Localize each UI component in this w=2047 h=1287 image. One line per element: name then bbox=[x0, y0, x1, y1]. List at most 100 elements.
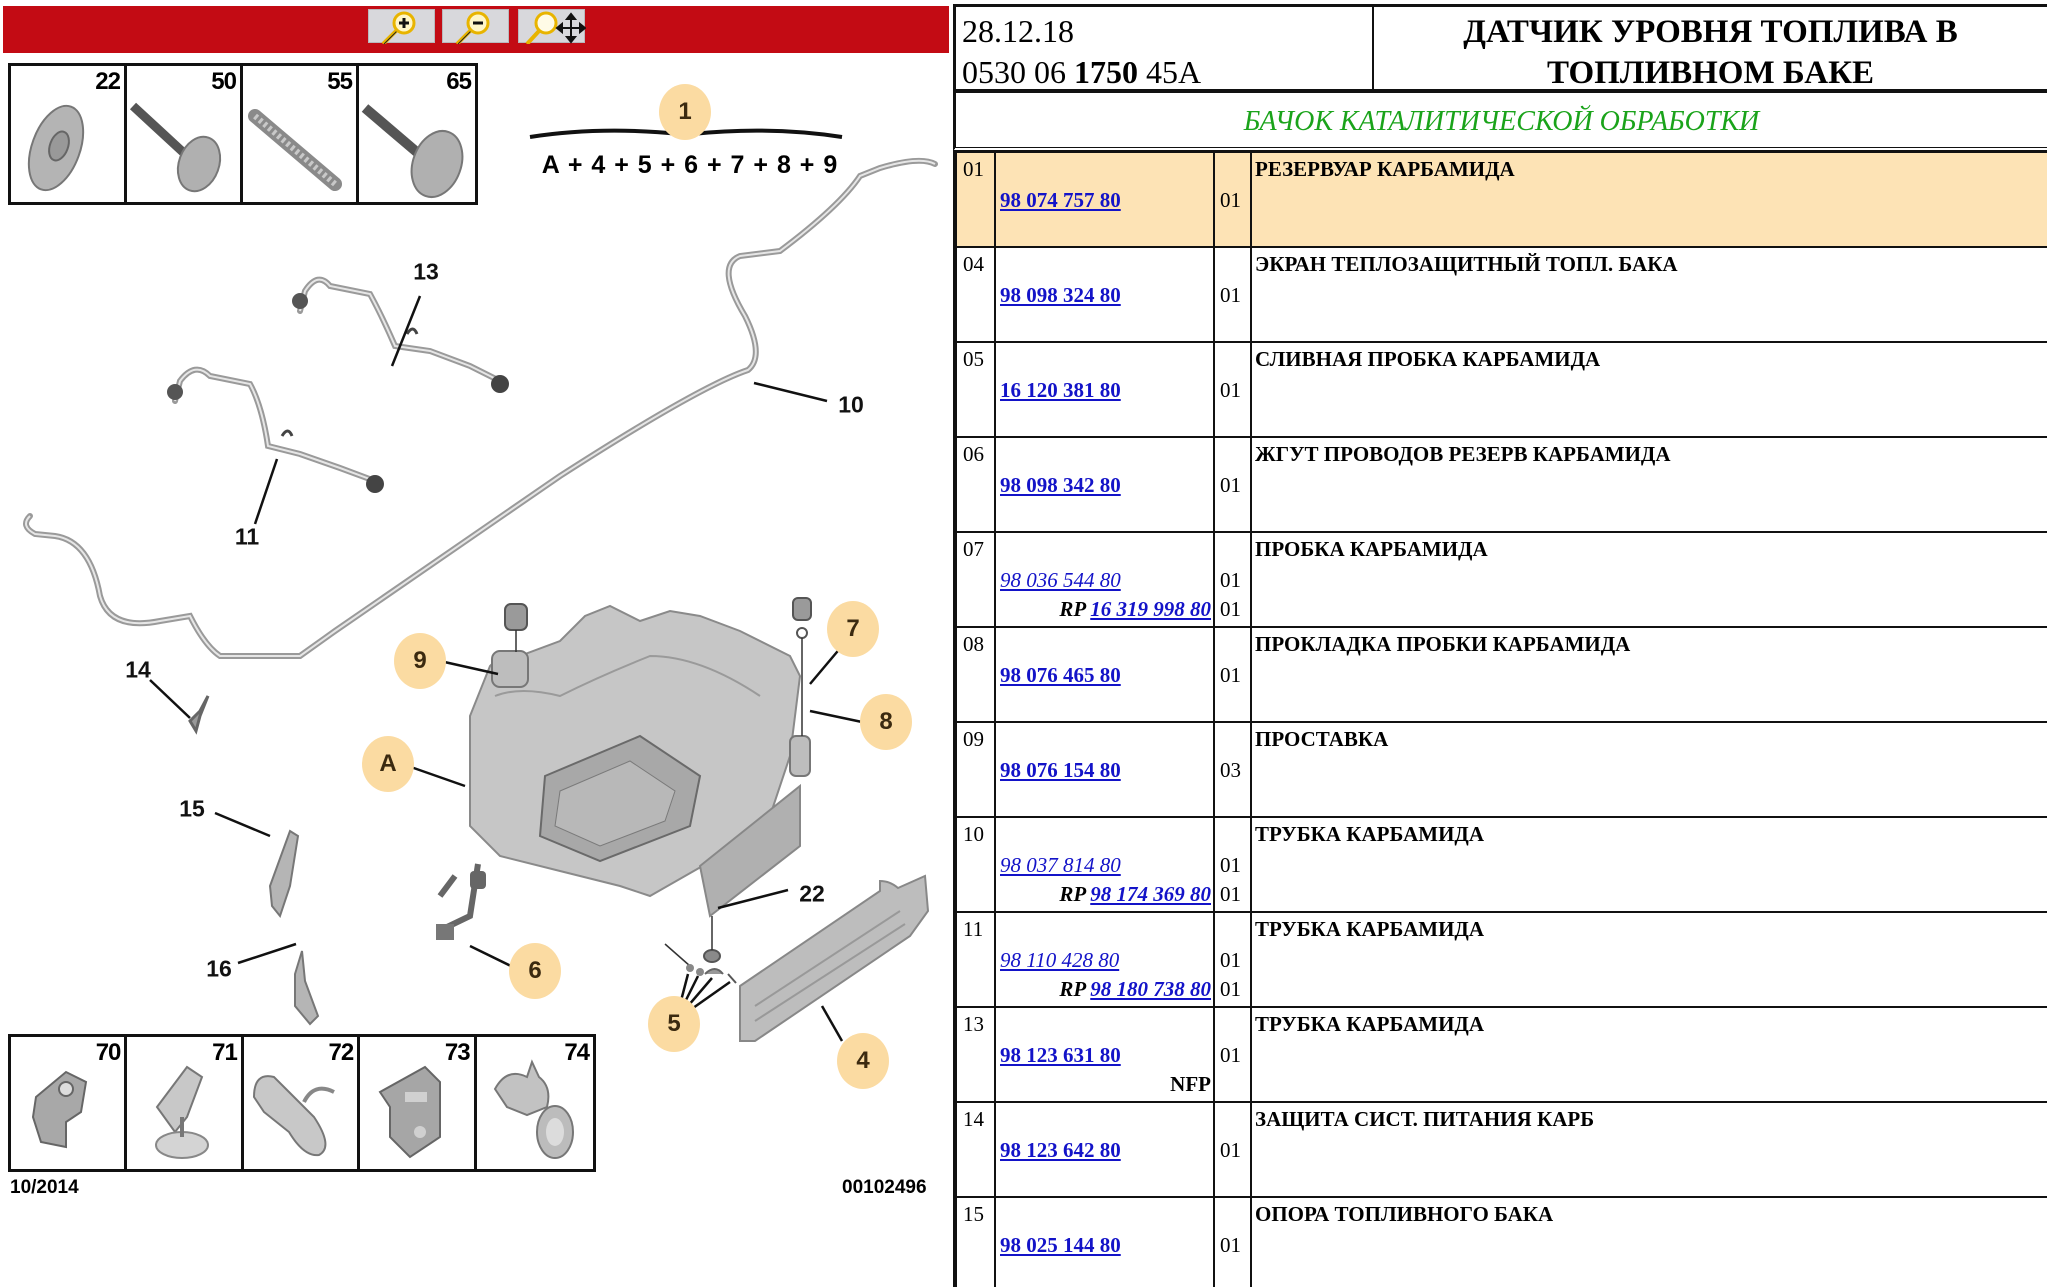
part-reference-cell: 98 098 342 80 bbox=[994, 436, 1215, 533]
part-number-link[interactable]: 16 120 381 80 bbox=[1000, 378, 1121, 402]
callout-14[interactable]: 14 bbox=[125, 656, 151, 683]
ref-line: 98 076 154 80 bbox=[1000, 756, 1211, 785]
part-number-link[interactable]: 98 123 631 80 bbox=[1000, 1043, 1121, 1067]
ref-line: 98 098 324 80 bbox=[1000, 281, 1211, 310]
part-index: 11 bbox=[953, 911, 996, 1008]
replacement-part-link[interactable]: 98 180 738 80 bbox=[1090, 977, 1211, 1001]
callout-16[interactable]: 16 bbox=[206, 955, 232, 982]
callout-15[interactable]: 15 bbox=[179, 795, 205, 822]
callout-6[interactable]: 6 bbox=[509, 943, 561, 999]
header-meta: 28.12.18 0530 06 1750 45A bbox=[956, 7, 1374, 90]
part-number-link[interactable]: 98 123 642 80 bbox=[1000, 1138, 1121, 1162]
part-quantity: 01 bbox=[1220, 1043, 1241, 1067]
part-quantity: 01 bbox=[1220, 378, 1241, 402]
bracket-14-drawing bbox=[188, 695, 210, 735]
callout-11[interactable]: 11 bbox=[234, 523, 260, 550]
zoom-out-button[interactable] bbox=[442, 9, 509, 44]
replacement-part-link[interactable]: 16 319 998 80 bbox=[1090, 597, 1211, 621]
replacement-label: RP bbox=[1059, 977, 1087, 1001]
inset-item-74[interactable]: 74 bbox=[477, 1037, 593, 1169]
top-hardware-insets: 22 50 55 65 bbox=[8, 63, 478, 205]
part-number-link[interactable]: 98 110 428 80 bbox=[1000, 948, 1120, 972]
part-quantity-cell: 01 bbox=[1213, 436, 1252, 533]
callout-a[interactable]: A bbox=[362, 736, 414, 792]
replacement-part-link[interactable]: 98 174 369 80 bbox=[1090, 882, 1211, 906]
ref-line: 98 123 631 80 bbox=[1000, 1041, 1211, 1070]
callout-13[interactable]: 13 bbox=[413, 258, 439, 285]
part-quantity: 03 bbox=[1220, 758, 1241, 782]
inset-number: 71 bbox=[212, 1039, 238, 1066]
part-quantity-cell: 01 bbox=[1213, 341, 1252, 438]
part-quantity-cell: 01 bbox=[1213, 1196, 1252, 1287]
part-reference-cell: 98 076 465 80 bbox=[994, 626, 1215, 723]
callout-8[interactable]: 8 bbox=[860, 694, 912, 750]
callout-22[interactable]: 22 bbox=[799, 880, 825, 907]
diagram-date: 10/2014 bbox=[10, 1177, 79, 1198]
inset-item-50[interactable]: 50 bbox=[127, 66, 243, 202]
part-reference-cell: 98 025 144 80 bbox=[994, 1196, 1215, 1287]
magnifier-move-icon bbox=[525, 11, 586, 44]
callout-5[interactable]: 5 bbox=[648, 996, 700, 1052]
replacement-label: RP bbox=[1059, 882, 1087, 906]
code-prefix: 0530 06 bbox=[962, 54, 1066, 90]
inset-number: 70 bbox=[95, 1039, 122, 1066]
part-quantity-cell: 01 bbox=[1213, 151, 1252, 248]
part-quantity-cell: 01 bbox=[1213, 626, 1252, 723]
part-number-link[interactable]: 98 076 465 80 bbox=[1000, 663, 1121, 687]
kit-formula: A + 4 + 5 + 6 + 7 + 8 + 9 bbox=[541, 151, 839, 179]
magnifier-plus-icon bbox=[381, 11, 416, 44]
callout-10[interactable]: 10 bbox=[838, 391, 864, 418]
callout-kit-1[interactable]: 1 bbox=[659, 84, 711, 140]
part-number-link[interactable]: 98 074 757 80 bbox=[1000, 188, 1121, 212]
double-clip-icon bbox=[252, 1075, 335, 1157]
ref-line: 98 123 642 80 bbox=[1000, 1136, 1211, 1165]
zoom-pan-button[interactable] bbox=[518, 9, 586, 44]
part-index: 04 bbox=[953, 246, 996, 343]
inset-number: 73 bbox=[444, 1039, 471, 1066]
ref-line: 98 074 757 80 bbox=[1000, 186, 1211, 215]
part-number-link[interactable]: 98 098 324 80 bbox=[1000, 283, 1121, 307]
inset-item-73[interactable]: 73 bbox=[360, 1037, 477, 1169]
part-quantity: 01 bbox=[1220, 568, 1241, 592]
magnifier-minus-icon bbox=[455, 11, 490, 44]
part-index: 09 bbox=[953, 721, 996, 818]
part-number-link[interactable]: 98 025 144 80 bbox=[1000, 1233, 1121, 1257]
inset-number: 65 bbox=[446, 68, 472, 95]
inset-item-72[interactable]: 72 bbox=[244, 1037, 361, 1169]
callout-7[interactable]: 7 bbox=[827, 601, 879, 657]
zoom-in-button[interactable] bbox=[368, 9, 435, 44]
part-number-link[interactable]: 98 098 342 80 bbox=[1000, 473, 1121, 497]
callout-4[interactable]: 4 bbox=[837, 1033, 889, 1089]
inset-item-22[interactable]: 22 bbox=[11, 66, 127, 202]
inset-item-71[interactable]: 71 bbox=[127, 1037, 244, 1169]
part-index: 10 bbox=[953, 816, 996, 913]
inset-number: 22 bbox=[95, 68, 121, 95]
inset-item-70[interactable]: 70 bbox=[11, 1037, 128, 1169]
inset-item-55[interactable]: 55 bbox=[243, 66, 359, 202]
inset-number: 55 bbox=[327, 68, 353, 95]
part-quantity: 01 bbox=[1220, 1138, 1241, 1162]
part-number-link[interactable]: 98 037 814 80 bbox=[1000, 853, 1121, 877]
part-reference-cell: 16 120 381 80 bbox=[994, 341, 1215, 438]
inset-item-65[interactable]: 65 bbox=[359, 66, 475, 202]
callout-9[interactable]: 9 bbox=[394, 633, 446, 689]
part-number-link[interactable]: 98 036 544 80 bbox=[1000, 568, 1121, 592]
ref-line: 98 025 144 80 bbox=[1000, 1231, 1211, 1260]
part-number-link[interactable]: 98 076 154 80 bbox=[1000, 758, 1121, 782]
